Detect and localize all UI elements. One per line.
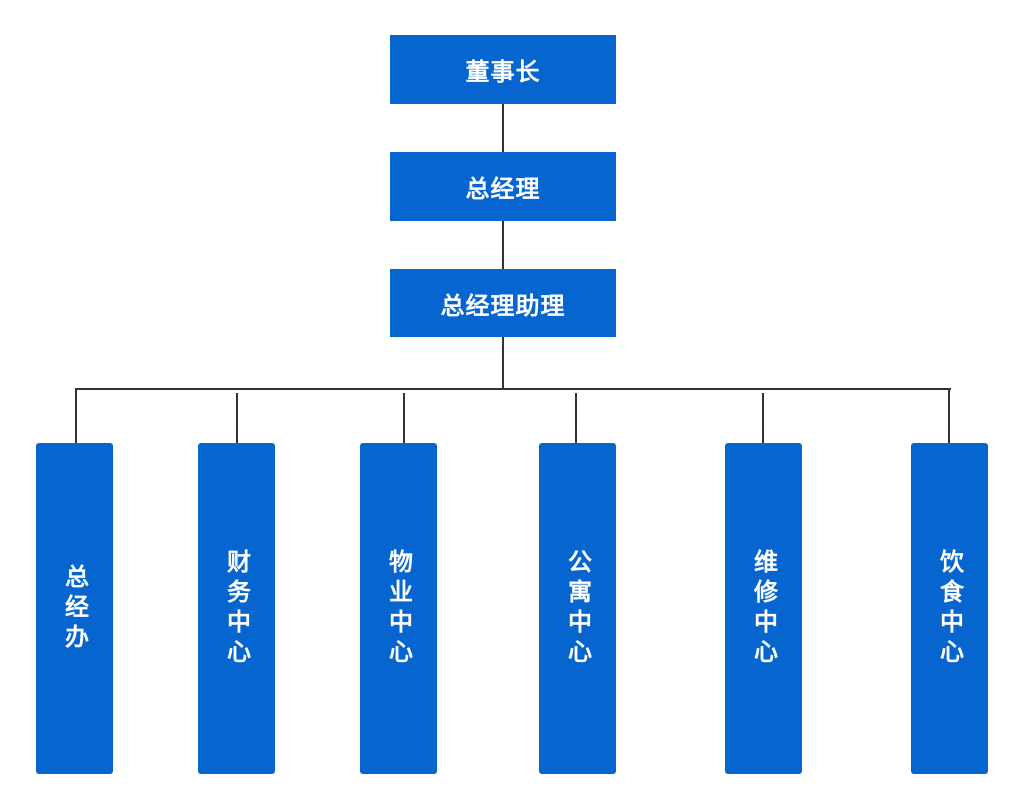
connector-drop-6 (948, 389, 950, 443)
chairman-box: 董事长 (390, 35, 616, 104)
connector-chairman-gm (502, 104, 504, 152)
assistant-general-manager-box: 总经理助理 (390, 269, 616, 337)
department-box-catering-center: 饮食中心 (911, 443, 988, 774)
connector-drop-5 (762, 393, 764, 443)
connector-drop-1 (75, 389, 77, 443)
connector-assistant-bus (502, 337, 504, 389)
department-box-property-center: 物业中心 (360, 443, 437, 774)
connector-drop-4 (575, 393, 577, 443)
department-box-maintenance-center: 维修中心 (725, 443, 802, 774)
connector-gm-assistant (502, 221, 504, 269)
department-box-finance-center: 财务中心 (198, 443, 275, 774)
department-box-apartment-center: 公寓中心 (539, 443, 616, 774)
connector-drop-2 (236, 393, 238, 443)
connector-horizontal-bus (75, 388, 951, 390)
connector-drop-3 (403, 393, 405, 443)
general-manager-box: 总经理 (390, 152, 616, 221)
department-box-general-office: 总经办 (36, 443, 113, 774)
